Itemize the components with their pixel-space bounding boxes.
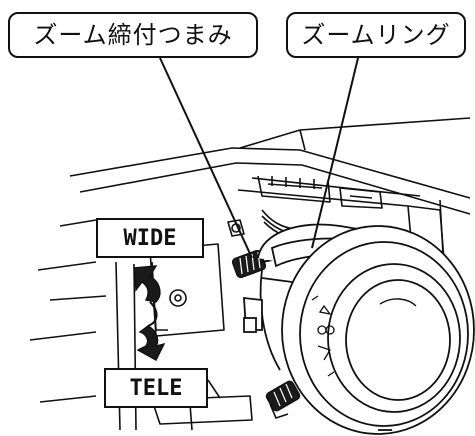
wide-label: WIDE <box>96 218 204 258</box>
wide-label-text: WIDE <box>123 225 177 251</box>
lens-assembly <box>243 223 475 435</box>
arrow-up-icon <box>133 265 161 303</box>
callout-zoom-lock-knob-label: ズーム締付つまみ <box>33 21 233 49</box>
lens-markings <box>311 295 335 377</box>
leader-line-zoom-lock <box>159 57 253 259</box>
tele-label: TELE <box>104 368 208 408</box>
callout-zoom-ring-label: ズームリング <box>301 21 451 49</box>
callout-zoom-lock-knob: ズーム締付つまみ <box>8 12 258 58</box>
tele-label-text: TELE <box>129 375 183 401</box>
leader-line-zoom-ring <box>311 57 359 249</box>
direction-arrows <box>133 265 166 361</box>
callout-zoom-ring: ズームリング <box>286 12 466 58</box>
focus-lock-knob <box>265 380 301 419</box>
arrow-down-icon <box>136 325 166 361</box>
leader-lines <box>159 57 359 259</box>
